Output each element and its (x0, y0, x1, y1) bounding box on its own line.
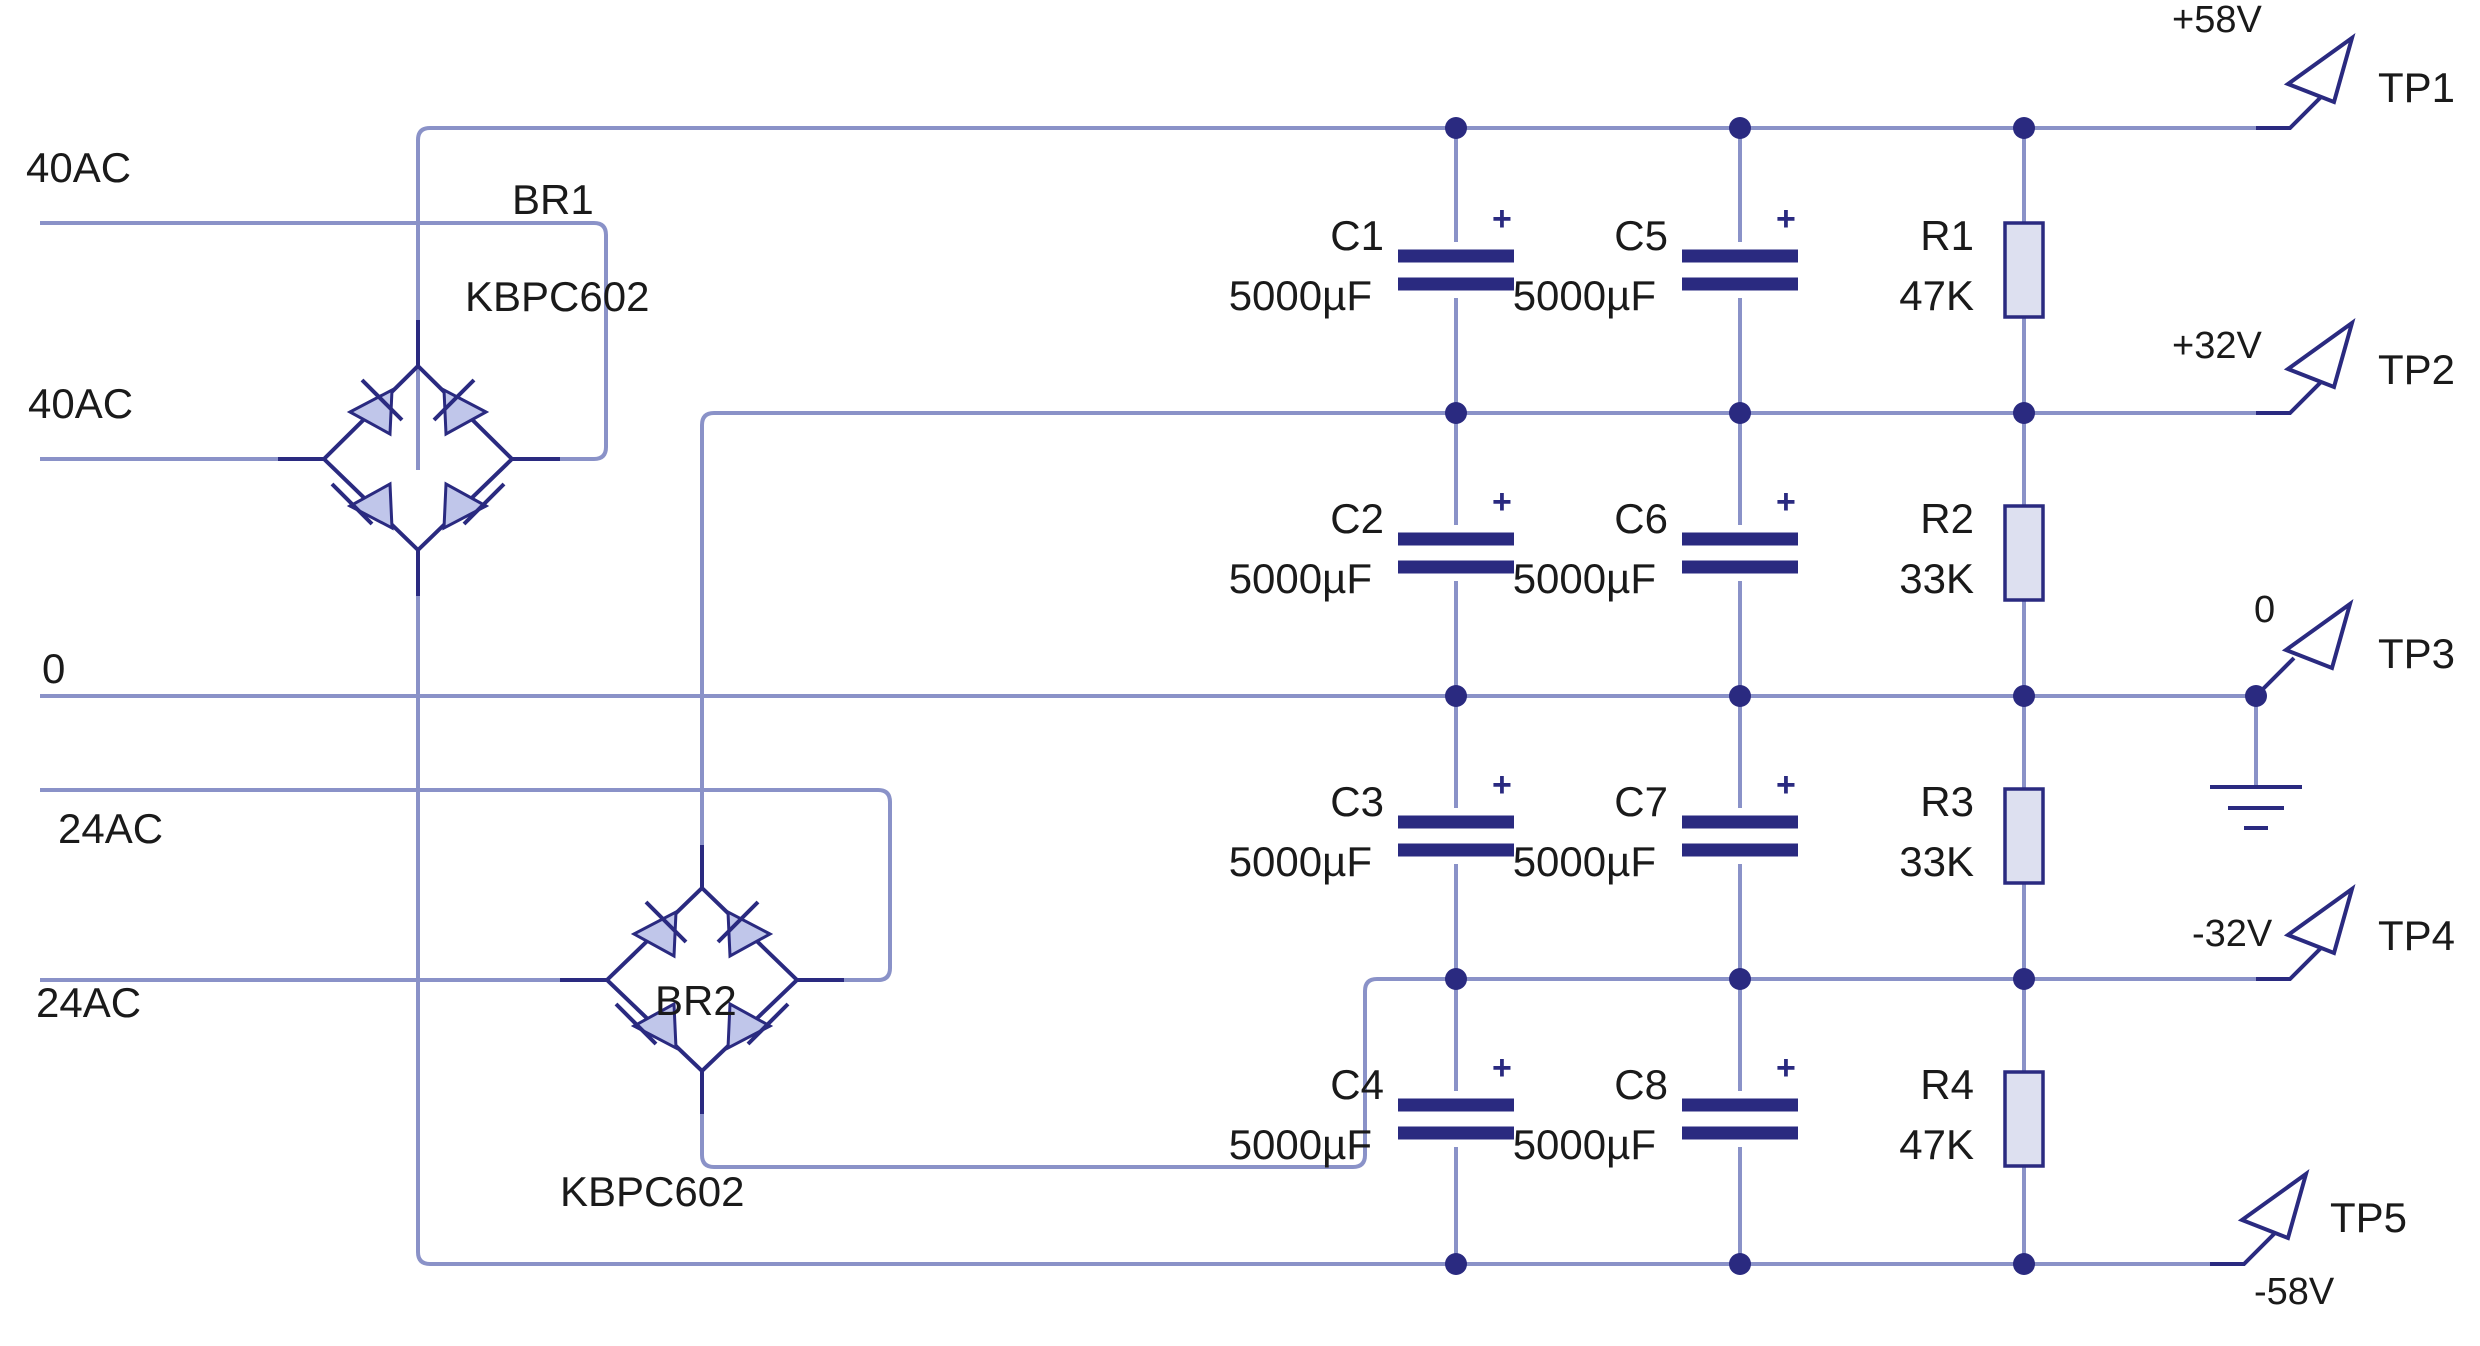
tp1-voltage-label: +58V (2172, 0, 2262, 41)
input-label-ground: 0 (42, 645, 65, 692)
capacitor-c6[interactable]: + C6 5000µF (1513, 483, 1802, 602)
bridge-rectifier-br1: BR1 KBPC602 (278, 176, 649, 596)
ground-symbol (2210, 785, 2302, 830)
junction-dot (1729, 402, 1751, 424)
polarity-mark: + (1776, 1049, 1796, 1087)
br2-ref-label: BR2 (655, 977, 737, 1024)
capacitor-value-label: 5000µF (1513, 838, 1656, 885)
resistor-ref-label: R1 (1920, 212, 1974, 259)
capacitor-ref-label: C1 (1330, 212, 1384, 259)
resistor-value-label: 33K (1899, 555, 1974, 602)
capacitor-value-label: 5000µF (1229, 1121, 1372, 1168)
polarity-mark: + (1776, 200, 1796, 238)
junction-dot (1729, 117, 1751, 139)
input-label-40ac-b: 40AC (28, 380, 133, 427)
bridge-rectifier-br2: BR2 KBPC602 (560, 845, 844, 1215)
capacitor-value-label: 5000µF (1229, 555, 1372, 602)
capacitor-ref-label: C4 (1330, 1061, 1384, 1108)
capacitor-c5[interactable]: + C5 5000µF (1513, 200, 1802, 319)
resistor-value-label: 47K (1899, 272, 1974, 319)
tp2-voltage-label: +32V (2172, 325, 2262, 367)
capacitor-ref-label: C7 (1614, 778, 1668, 825)
resistor-ref-label: R4 (1920, 1061, 1974, 1108)
tp3-ref-label: TP3 (2378, 630, 2455, 677)
rail-minus58-wire (416, 596, 2210, 1266)
junction-dot (1445, 1253, 1467, 1275)
junction-dot (1729, 685, 1751, 707)
capacitor-c8[interactable]: + C8 5000µF (1513, 1049, 1802, 1168)
input-label-40ac-a: 40AC (26, 144, 131, 191)
capacitor-value-label: 5000µF (1513, 272, 1656, 319)
junction-dot (1445, 685, 1467, 707)
input-40ac-a-wire (40, 221, 608, 461)
capacitor-c3[interactable]: + C3 5000µF (1229, 766, 1518, 885)
polarity-mark: + (1492, 1049, 1512, 1087)
capacitor-ref-label: C5 (1614, 212, 1668, 259)
capacitor-value-label: 5000µF (1513, 1121, 1656, 1168)
tp2-ref-label: TP2 (2378, 346, 2455, 393)
capacitor-ref-label: C6 (1614, 495, 1668, 542)
junction-dot (1445, 968, 1467, 990)
capacitor-c1[interactable]: + C1 5000µF (1229, 200, 1518, 319)
junction-dot (2013, 685, 2035, 707)
rail-minus32-wire (700, 977, 2256, 1169)
input-labels: 40AC 40AC 0 24AC 24AC (26, 144, 163, 1026)
input-24ac-a-wire (40, 788, 892, 982)
capacitor-ref-label: C8 (1614, 1061, 1668, 1108)
tp4-ref-label: TP4 (2378, 912, 2455, 959)
resistor-ref-label: R3 (1920, 778, 1974, 825)
polarity-mark: + (1492, 766, 1512, 804)
polarity-mark: + (1776, 483, 1796, 521)
junction-dot (2013, 968, 2035, 990)
polarity-mark: + (1776, 766, 1796, 804)
tp3-voltage-label: 0 (2254, 589, 2275, 631)
tp1-ref-label: TP1 (2378, 64, 2455, 111)
capacitors[interactable]: +C15000µF+C25000µF+C35000µF+C45000µF+C55… (1229, 200, 1802, 1168)
input-label-24ac-a: 24AC (58, 805, 163, 852)
capacitor-value-label: 5000µF (1229, 838, 1372, 885)
input-label-24ac-b: 24AC (36, 979, 141, 1026)
polarity-mark: + (1492, 200, 1512, 238)
tp5-ref-label: TP5 (2330, 1194, 2407, 1241)
junction-dot (1729, 968, 1751, 990)
br1-part-label: KBPC602 (465, 273, 649, 320)
resistor-ref-label: R2 (1920, 495, 1974, 542)
junctions (1445, 117, 2035, 1275)
test-point-tp4[interactable]: -32V TP4 (2192, 884, 2455, 981)
rail-plus32-wire (700, 411, 2256, 845)
junction-dot (2013, 1253, 2035, 1275)
br1-ref-label: BR1 (512, 176, 594, 223)
test-point-tp5[interactable]: -58V TP5 (2210, 1169, 2407, 1313)
resistor-value-label: 47K (1899, 1121, 1974, 1168)
test-point-tp2[interactable]: +32V TP2 (2172, 318, 2455, 415)
resistor-value-label: 33K (1899, 838, 1974, 885)
junction-dot (2013, 117, 2035, 139)
test-points[interactable]: +58V TP1 +32V TP2 0 TP3 -32V (2172, 0, 2455, 1313)
junction-dot (1729, 1253, 1751, 1275)
polarity-mark: + (1492, 483, 1512, 521)
capacitor-value-label: 5000µF (1229, 272, 1372, 319)
capacitor-ref-label: C3 (1330, 778, 1384, 825)
capacitor-c2[interactable]: + C2 5000µF (1229, 483, 1518, 602)
capacitor-value-label: 5000µF (1513, 555, 1656, 602)
br2-part-label: KBPC602 (560, 1168, 744, 1215)
junction-dot (1445, 402, 1467, 424)
rail-plus58-wire (416, 126, 2256, 470)
capacitor-ref-label: C2 (1330, 495, 1384, 542)
capacitor-c7[interactable]: + C7 5000µF (1513, 766, 1802, 885)
test-point-tp3[interactable]: 0 TP3 (2245, 589, 2455, 707)
tp5-voltage-label: -58V (2254, 1271, 2335, 1313)
junction-dot (2013, 402, 2035, 424)
tp4-voltage-label: -32V (2192, 913, 2273, 955)
junction-dot (1445, 117, 1467, 139)
capacitor-c4[interactable]: + C4 5000µF (1229, 1049, 1518, 1168)
test-point-tp1[interactable]: +58V TP1 (2172, 0, 2455, 130)
